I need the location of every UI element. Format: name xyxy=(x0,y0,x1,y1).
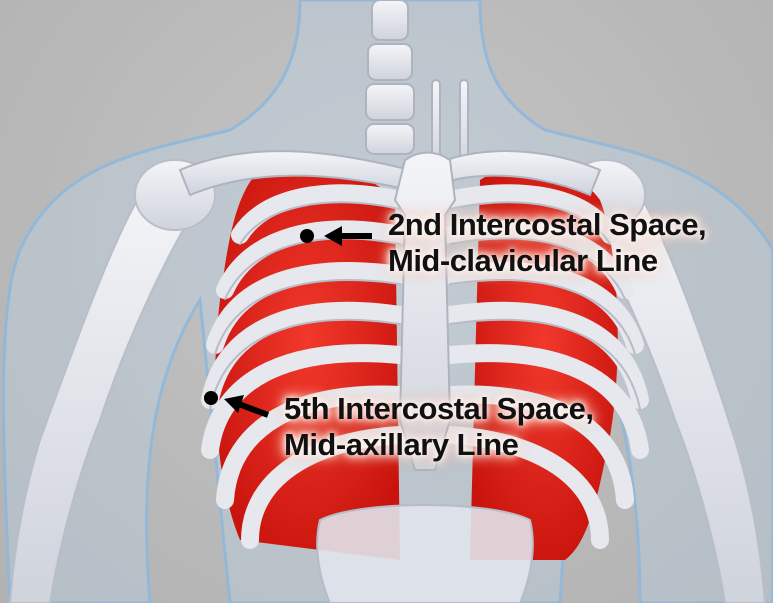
marker-dot-5th-space xyxy=(204,391,218,405)
label-5th-intercostal-space: 5th Intercostal Space, Mid-axillary Line xyxy=(284,391,593,463)
label-5th-line1: 5th Intercostal Space, xyxy=(284,391,593,427)
abdomen xyxy=(317,505,533,603)
label-5th-line2: Mid-axillary Line xyxy=(284,427,593,463)
label-2nd-line2: Mid-clavicular Line xyxy=(388,243,706,279)
marker-dot-2nd-space xyxy=(300,229,314,243)
label-2nd-intercostal-space: 2nd Intercostal Space, Mid-clavicular Li… xyxy=(388,207,706,279)
label-2nd-line1: 2nd Intercostal Space, xyxy=(388,207,706,243)
